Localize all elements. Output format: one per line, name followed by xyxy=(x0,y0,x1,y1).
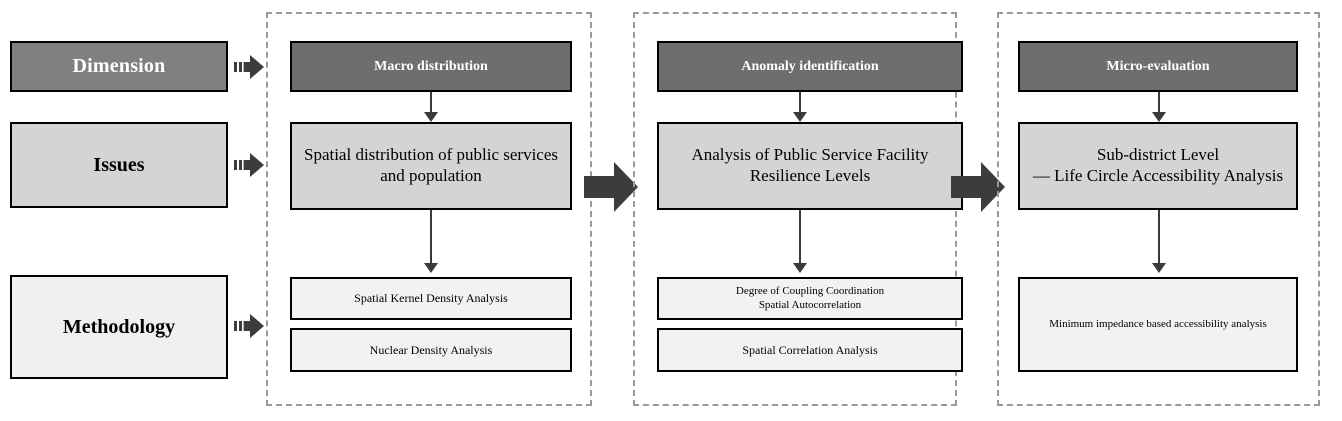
stage-3-method-box-1: Minimum impedance based accessibility an… xyxy=(1018,277,1298,372)
stage-1-method-box-1: Spatial Kernel Density Analysis xyxy=(290,277,572,320)
rail-label-methodology: Methodology xyxy=(10,275,228,379)
connector-arrowhead-icon xyxy=(793,112,807,122)
stage-3-header-text: Micro-evaluation xyxy=(1106,58,1210,74)
connector-line xyxy=(1158,210,1160,265)
connector-arrowhead-icon xyxy=(793,263,807,273)
stage-3-issue-box: Sub-district Level — Life Circle Accessi… xyxy=(1018,122,1298,210)
stage-1-header-text: Macro distribution xyxy=(374,58,488,74)
connector-arrowhead-icon xyxy=(1152,112,1166,122)
stage-2-header-box: Anomaly identification xyxy=(657,41,963,92)
stage-panel-1 xyxy=(266,12,592,406)
connector-line xyxy=(1158,92,1160,115)
stage-2-issue-text: Analysis of Public Service Facility Resi… xyxy=(691,145,929,185)
block-right-arrow-icon xyxy=(947,158,1009,216)
connector-line xyxy=(430,210,432,265)
connector-line xyxy=(799,210,801,265)
rail-label-dimension-text: Dimension xyxy=(72,55,166,78)
stage-2-method-1-text: Degree of Coupling Coordination Spatial … xyxy=(735,285,885,311)
connector-line xyxy=(799,92,801,115)
stage-2-method-box-2: Spatial Correlation Analysis xyxy=(657,328,963,372)
striped-right-arrow-icon xyxy=(230,312,266,340)
stage-3-issue-text: Sub-district Level — Life Circle Accessi… xyxy=(1032,145,1284,185)
stage-3-header-box: Micro-evaluation xyxy=(1018,41,1298,92)
connector-line xyxy=(430,92,432,115)
rail-label-issues-text: Issues xyxy=(93,153,145,176)
stage-1-method-1-text: Spatial Kernel Density Analysis xyxy=(354,291,508,306)
stage-panel-3 xyxy=(997,12,1320,406)
stage-1-method-box-2: Nuclear Density Analysis xyxy=(290,328,572,372)
stage-1-header-box: Macro distribution xyxy=(290,41,572,92)
stage-3-method-1-text: Minimum impedance based accessibility an… xyxy=(1049,317,1267,330)
connector-arrowhead-icon xyxy=(424,112,438,122)
block-right-arrow-icon xyxy=(580,158,642,216)
stage-2-header-text: Anomaly identification xyxy=(741,58,879,74)
connector-arrowhead-icon xyxy=(424,263,438,273)
stage-1-issue-box: Spatial distribution of public services … xyxy=(290,122,572,210)
striped-right-arrow-icon xyxy=(230,53,266,81)
stage-2-method-box-1: Degree of Coupling Coordination Spatial … xyxy=(657,277,963,320)
stage-2-method-2-text: Spatial Correlation Analysis xyxy=(742,342,878,357)
stage-2-issue-box: Analysis of Public Service Facility Resi… xyxy=(657,122,963,210)
connector-arrowhead-icon xyxy=(1152,263,1166,273)
rail-label-issues: Issues xyxy=(10,122,228,208)
rail-label-dimension: Dimension xyxy=(10,41,228,92)
rail-label-methodology-text: Methodology xyxy=(62,315,176,338)
stage-1-issue-text: Spatial distribution of public services … xyxy=(303,145,558,185)
stage-1-method-2-text: Nuclear Density Analysis xyxy=(369,342,493,357)
striped-right-arrow-icon xyxy=(230,151,266,179)
